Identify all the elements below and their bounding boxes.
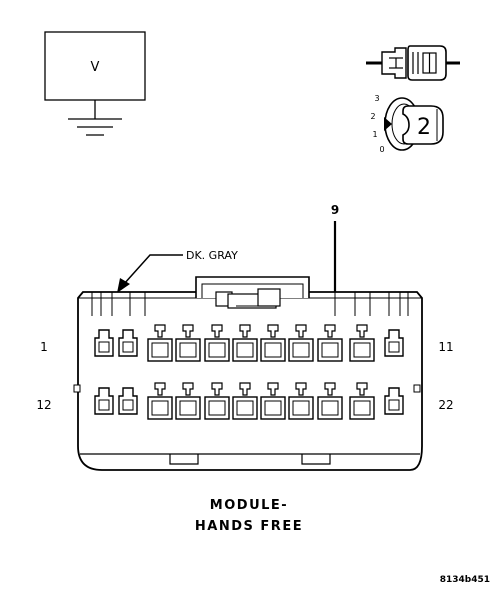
cavity-5 [204,324,230,362]
key-position-1: 1 [372,130,377,139]
connector-bottom-tab-left [169,454,199,465]
connector-notch-left [73,384,81,393]
cavity-14 [147,382,173,420]
cavity-18 [260,382,286,420]
cavity-16 [204,382,230,420]
cavity-2 [118,329,138,357]
connector-name-line2: HANDS FREE [195,519,303,534]
voltmeter-label: V [91,60,100,75]
cavity-20 [317,382,343,420]
cavity-19 [288,382,314,420]
pin-label-22: 22 [438,398,453,412]
cavity-4 [175,324,201,362]
cavity-7 [260,324,286,362]
ground-icon [68,118,122,136]
connector-bottom-tab-right [301,454,331,465]
connector-name-line1: MODULE- [210,498,288,513]
wire-color-leader [123,254,183,285]
key-current-position: 2 [417,115,431,140]
cavity-13 [118,387,138,415]
wire-color-label: DK. GRAY [186,249,238,262]
wire-color-callout: DK. GRAY [117,249,238,293]
cavity-9 [317,324,343,362]
cavity-12 [94,387,114,415]
cavity-22 [384,387,404,415]
wire-color-arrowhead [117,278,130,293]
figure-id: 8134b451 [440,575,490,585]
ignition-key-icon: 3 2 1 0 2 [370,94,444,154]
connector-housing [73,276,423,471]
cavity-1 [94,329,114,357]
connector-cavities [94,324,404,420]
connector-latch [195,276,310,309]
connector-notch-right [413,384,421,393]
key-position-0: 0 [379,145,384,154]
connector-body [77,291,423,471]
pin-label-1: 1 [40,340,48,354]
cavity-10 [349,324,375,362]
key-position-2: 2 [370,112,375,121]
cavity-8 [288,324,314,362]
pin-label-11: 11 [438,340,453,354]
pin-label-12: 12 [36,398,51,412]
voltmeter-symbol: V [44,31,146,136]
connector-ribs [91,292,409,316]
cavity-11 [384,329,404,357]
pin-callout-number: 9 [331,203,339,217]
cavity-3 [147,324,173,362]
cavity-17 [232,382,258,420]
key-position-3: 3 [374,94,379,103]
cavity-21 [349,382,375,420]
cavity-6 [232,324,258,362]
connector-plug-icon [366,45,460,81]
cavity-15 [175,382,201,420]
